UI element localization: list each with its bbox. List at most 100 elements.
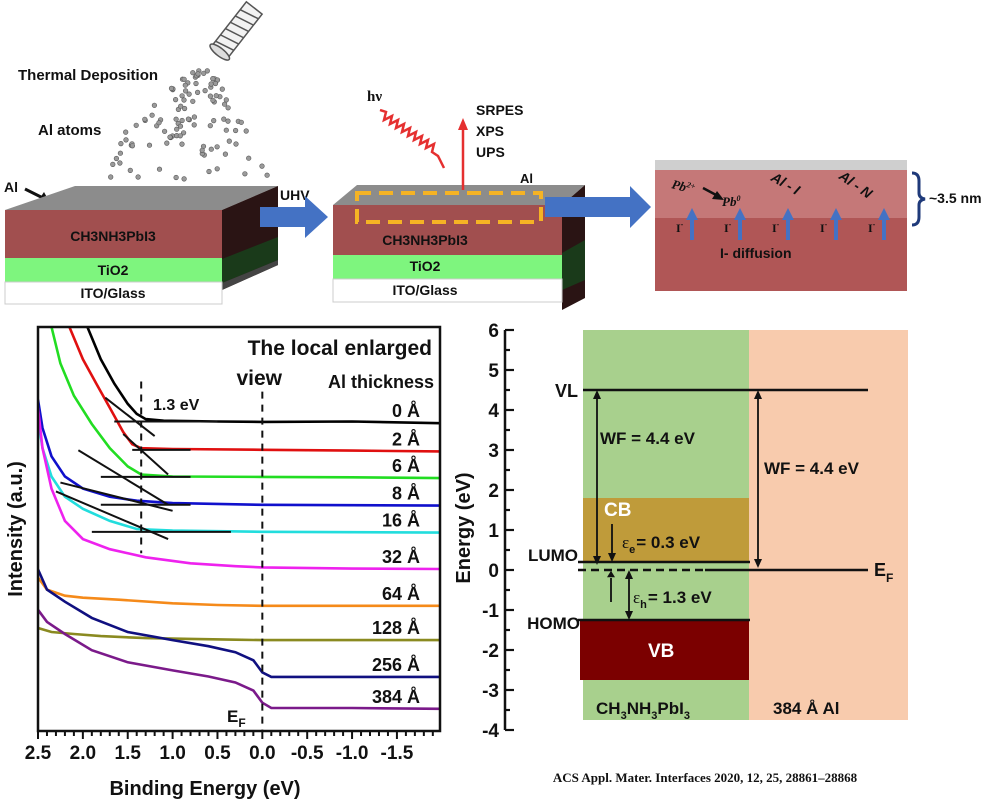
onset-label: 1.3 eV [153, 397, 200, 414]
al-atom [118, 141, 124, 147]
al-atom [179, 93, 185, 99]
al-atom [225, 105, 231, 111]
spectrum-curve [68, 327, 440, 453]
al-atom [223, 127, 229, 133]
x-tick-label: -0.5 [291, 743, 324, 764]
al-atom [181, 76, 187, 82]
energy-tick-label: 5 [488, 361, 499, 382]
tio2-layer-2 [333, 255, 562, 279]
al-atom [129, 143, 135, 149]
ef-label-e: E [874, 560, 886, 580]
legend-title: Al thickness [328, 372, 434, 392]
x-tick-label: -1.5 [381, 743, 414, 764]
thickness-label: 6 Å [392, 456, 420, 476]
epsilon-e-sub: e [629, 544, 635, 556]
thickness-label: 8 Å [392, 484, 420, 504]
al-label-2: Al [520, 171, 533, 186]
spectrum-curve [38, 399, 440, 507]
energy-tick-label: 6 [488, 321, 499, 342]
energy-tick-label: 0 [488, 561, 499, 582]
formula-part: NH [627, 699, 652, 718]
svg-text:Pb0: Pb0 [722, 194, 740, 209]
spectrum-curve [38, 609, 440, 711]
iodide-ion-label: I- [724, 220, 732, 235]
schematic: Thermal Deposition Al atoms Al CH3NH3PbI… [4, 0, 982, 310]
panel-thermal-deposition: Thermal Deposition Al atoms Al CH3NH3PbI… [4, 0, 328, 305]
energy-axis-label: Energy (eV) [453, 472, 475, 583]
al-atom [233, 127, 239, 134]
energy-tick-label: -4 [482, 721, 499, 742]
pb2-charge: 2+ [685, 180, 697, 191]
al-atom [179, 141, 185, 147]
arrowhead-up [625, 570, 633, 579]
vb-label: VB [648, 641, 674, 662]
al-atom [222, 151, 228, 157]
next-arrow-icon [545, 186, 651, 228]
diffusion-arrowhead [830, 208, 842, 220]
thickness-label: 16 Å [382, 511, 420, 531]
al-atom [182, 82, 188, 88]
plot-frame [36, 325, 442, 733]
spectrum-curve [38, 407, 440, 571]
al-atom [146, 142, 153, 148]
al-atom [179, 117, 185, 124]
reduction-arrow-icon [702, 186, 724, 200]
al-atom [178, 103, 184, 109]
arrowhead-up [607, 570, 615, 578]
fermi-label-sub: F [238, 716, 245, 730]
fit-line [60, 481, 173, 512]
fit-line [104, 396, 156, 437]
al-pointer-label: Al [4, 179, 18, 195]
epsilon-h-sub: h [640, 599, 647, 611]
aluminum-material-label: 384 Å Al [773, 699, 839, 718]
ef-label-sub: F [886, 571, 893, 585]
perovskite-material-label: CH3NH3PbI3 [596, 699, 690, 722]
perovskite-label-2: CH3NH3PbI3 [382, 232, 468, 248]
al-atom [185, 116, 191, 122]
al-atom [259, 163, 265, 169]
pb2-label: Pb [670, 176, 688, 194]
al-atom [108, 174, 114, 180]
energy-tick-label: -1 [482, 601, 499, 622]
al-atom [117, 150, 123, 156]
tio2-layer [5, 258, 222, 282]
thickness-label: ~3.5 nm [929, 190, 982, 206]
al-atom [164, 140, 170, 146]
al-atom [113, 155, 119, 162]
energy-tick-label: 4 [488, 401, 499, 422]
bulk-perovskite [655, 218, 907, 291]
technique-ups: UPS [476, 144, 505, 160]
spectrum-curve [38, 419, 440, 534]
uhv-arrow-icon [260, 196, 328, 238]
tio2-label: TiO2 [98, 262, 129, 278]
chart-title-line1: The local enlarged [248, 337, 432, 360]
al-atom [168, 85, 175, 91]
technique-srpes: SRPES [476, 102, 523, 118]
diffusion-label: I- diffusion [720, 245, 792, 261]
al-atom [173, 174, 179, 181]
al-atom [210, 75, 216, 82]
al-atom [195, 89, 201, 95]
thickness-label: 64 Å [382, 584, 420, 604]
iodide-ion-label: I- [676, 220, 684, 235]
uhv-label: UHV [280, 187, 310, 203]
al-atom [133, 122, 139, 128]
al-atom [177, 123, 184, 129]
device-stack-1: CH3NH3PbI3 TiO2 ITO/Glass [4, 186, 278, 305]
conduction-band [583, 498, 749, 562]
al-atom [156, 120, 162, 126]
al-atom [181, 97, 187, 103]
photon-label: hν [367, 89, 382, 105]
fermi-label: EF [227, 707, 246, 730]
al-atom [207, 93, 213, 99]
y-axis-label: Intensity (a.u.) [5, 461, 27, 597]
fermi-label-e: E [227, 707, 238, 726]
diffusion-arrowhead [782, 208, 794, 220]
wf-right-label: WF = 4.4 eV [764, 459, 860, 478]
al-atom [199, 147, 205, 153]
ef-label: EF [874, 560, 893, 585]
vl-label: VL [555, 381, 578, 401]
glass-layer [4, 281, 223, 305]
al-atom [162, 128, 168, 134]
